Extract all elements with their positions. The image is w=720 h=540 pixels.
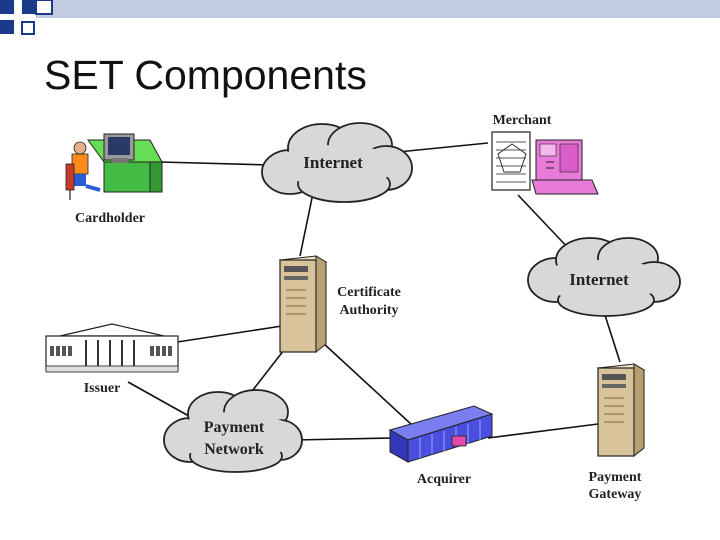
link-acquirer-gateway bbox=[487, 423, 599, 439]
computer-user-icon bbox=[65, 133, 163, 200]
certificate-authority-node: Certificate Authority bbox=[278, 255, 401, 354]
acquirer-label: Acquirer bbox=[417, 472, 471, 487]
link-internet-gateway bbox=[603, 311, 621, 363]
payment-network-cloud: Payment Network bbox=[163, 389, 303, 473]
internet-right-label: Internet bbox=[569, 270, 629, 289]
cardholder-node: Cardholder bbox=[65, 133, 163, 226]
internet-top-label: Internet bbox=[303, 153, 363, 172]
link-internet-merchant bbox=[397, 142, 489, 153]
link-internet-ca bbox=[299, 197, 313, 257]
link-network-acquirer bbox=[293, 437, 393, 441]
office-building-icon bbox=[388, 405, 494, 463]
cardholder-label: Cardholder bbox=[75, 211, 145, 226]
link-cardholder-internet bbox=[159, 161, 271, 166]
internet-top-cloud: Internet bbox=[261, 122, 413, 203]
connection-lines bbox=[127, 142, 621, 441]
link-issuer-network bbox=[127, 381, 197, 421]
cash-register-icon bbox=[491, 131, 599, 195]
payment-gateway-label-1: Payment bbox=[589, 470, 642, 485]
payment-gateway-node: Payment Gateway bbox=[589, 363, 646, 502]
issuer-label: Issuer bbox=[84, 381, 121, 396]
server-tower-icon bbox=[278, 255, 328, 354]
corner-decoration bbox=[0, 0, 720, 35]
link-merchant-internet bbox=[517, 194, 573, 253]
payment-gateway-label-2: Gateway bbox=[589, 487, 642, 502]
acquirer-node: Acquirer bbox=[388, 405, 494, 487]
payment-network-label-1: Payment bbox=[204, 419, 265, 436]
issuer-node: Issuer bbox=[45, 323, 179, 396]
internet-right-cloud: Internet bbox=[527, 237, 681, 317]
merchant-label: Merchant bbox=[493, 113, 552, 128]
certificate-authority-label-2: Authority bbox=[339, 303, 398, 318]
slide-title: SET Components bbox=[44, 52, 367, 98]
server-tower-icon bbox=[596, 363, 646, 458]
payment-network-label-2: Network bbox=[204, 441, 264, 458]
link-ca-acquirer bbox=[321, 341, 413, 426]
bank-building-icon bbox=[45, 323, 179, 373]
certificate-authority-label-1: Certificate bbox=[337, 285, 401, 300]
merchant-node: Merchant bbox=[491, 113, 599, 195]
